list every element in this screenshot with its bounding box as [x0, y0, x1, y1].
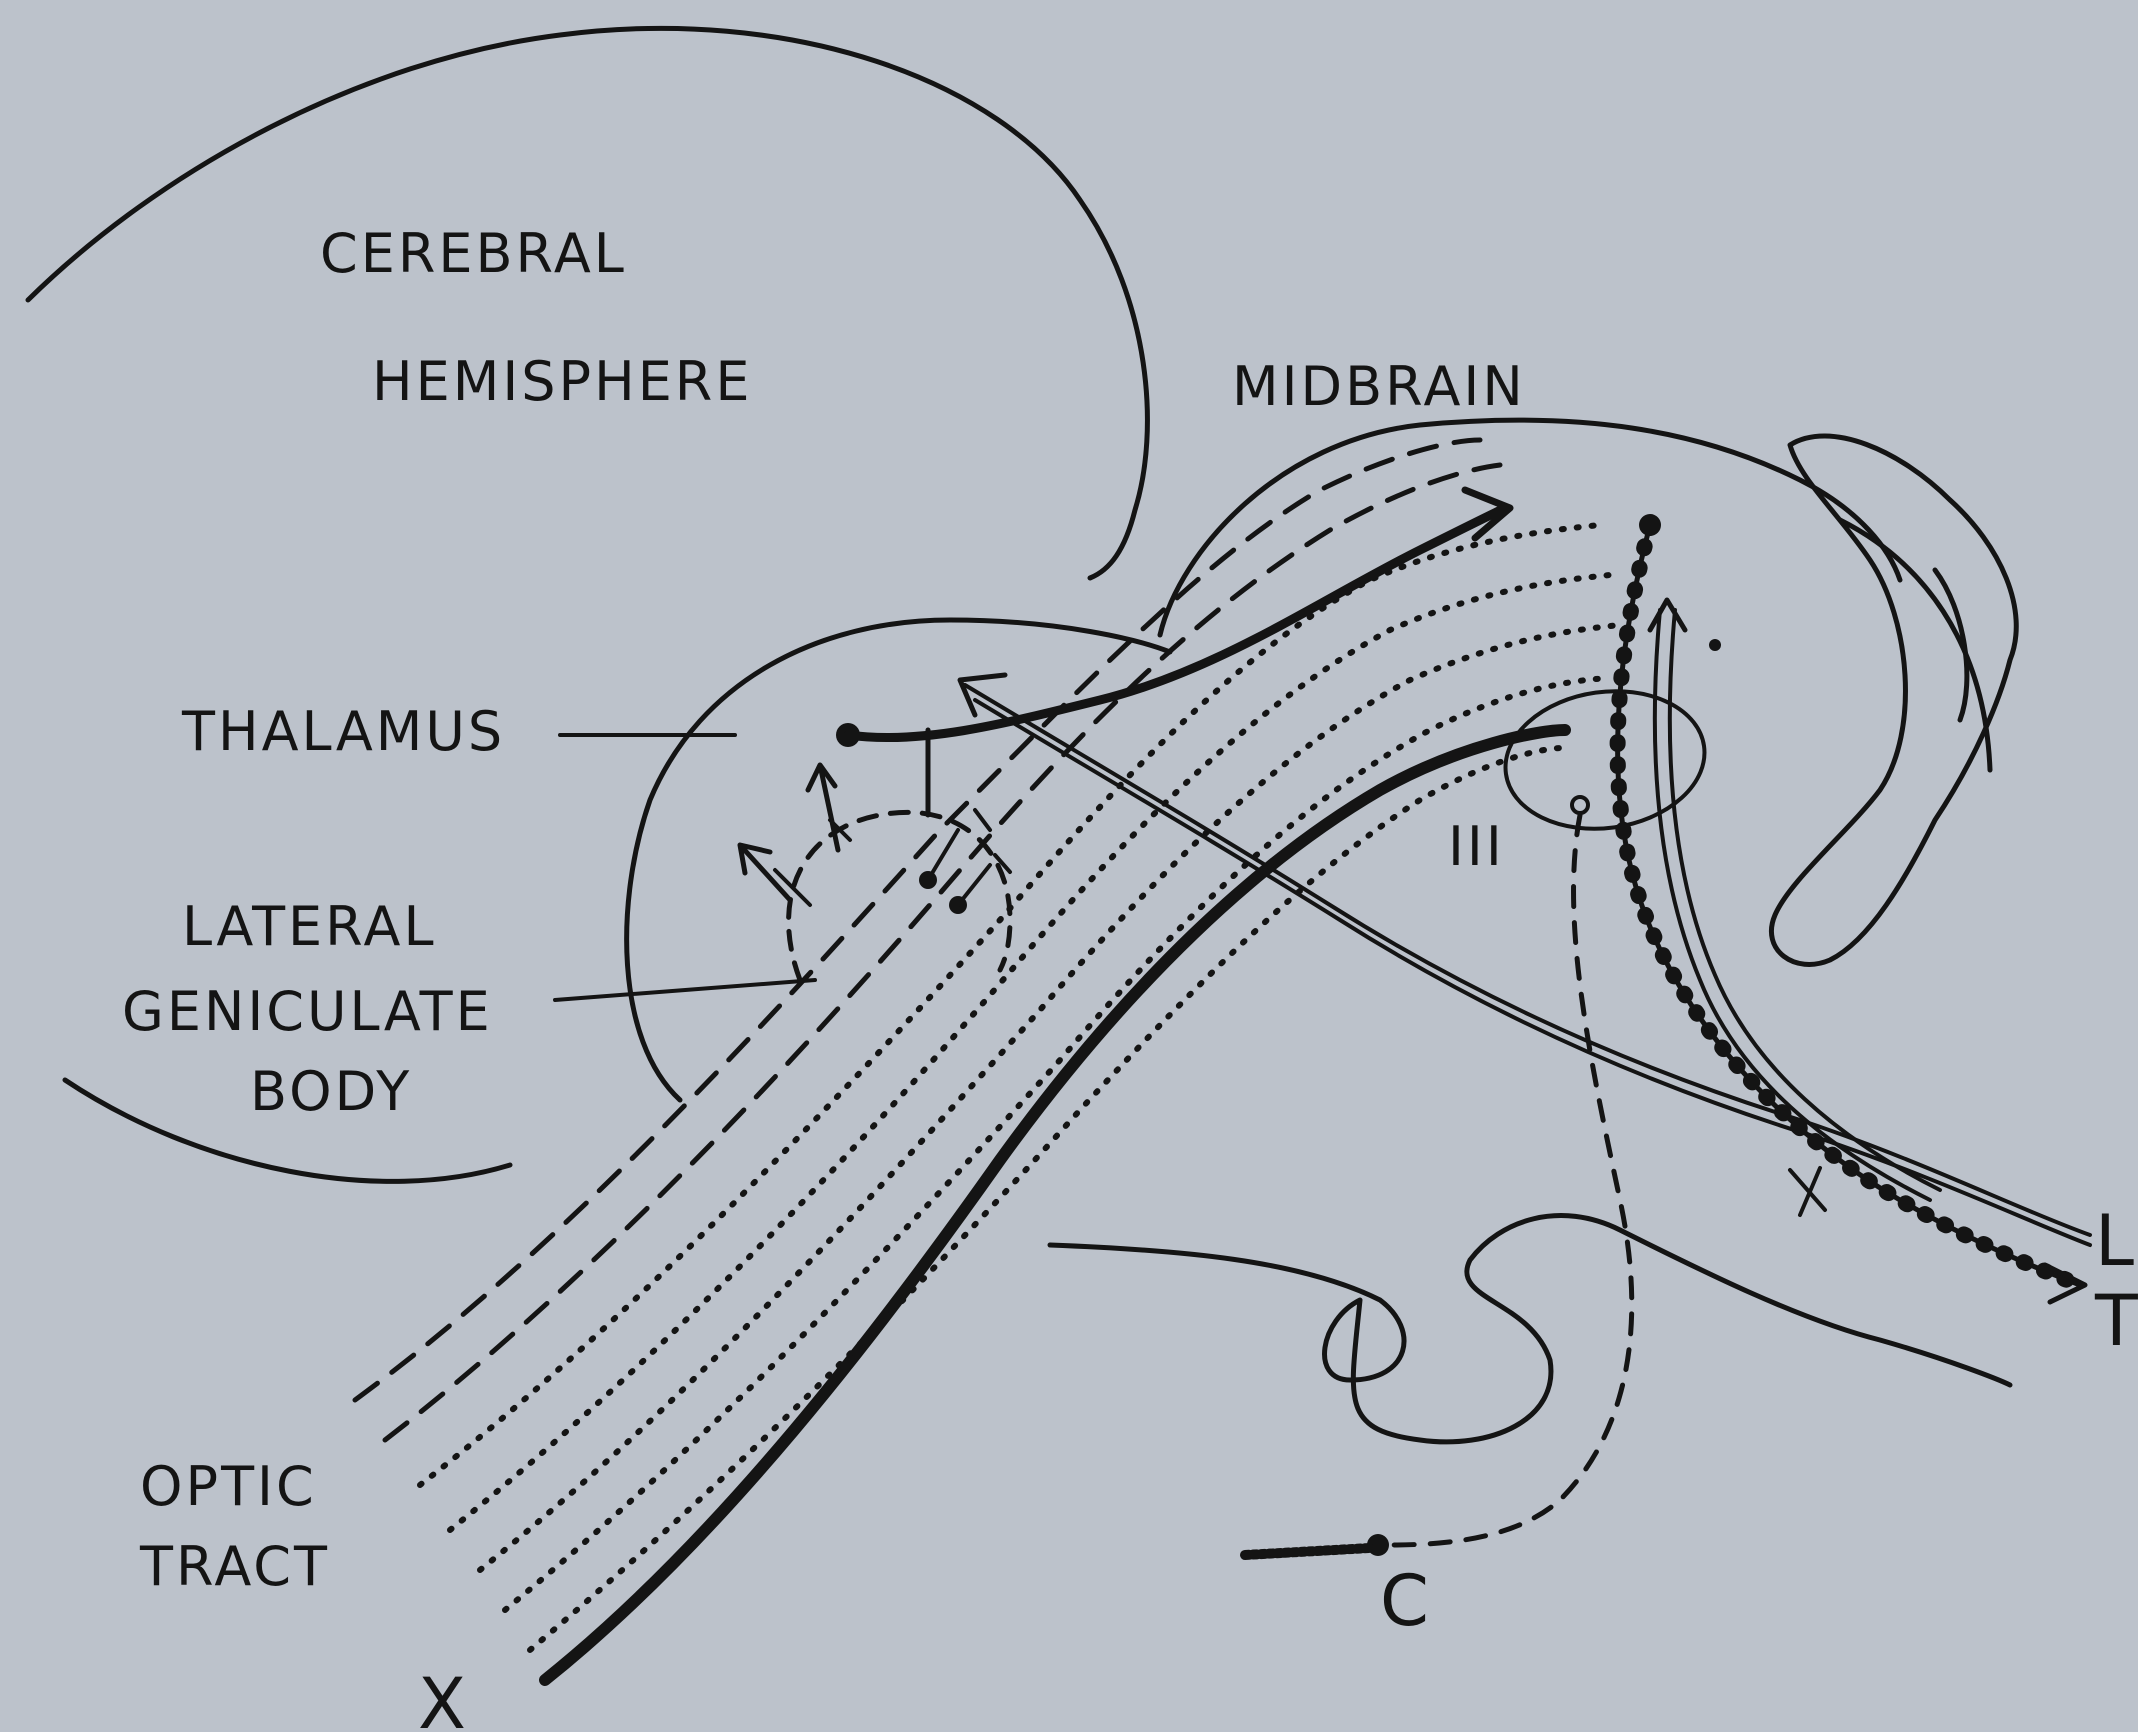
- cortex-fold: [1840, 520, 1990, 770]
- t-fiber-soma: [1639, 514, 1661, 536]
- optic-tract-solid-fiber: [545, 730, 1565, 1680]
- pons-outline: [1050, 1216, 2010, 1442]
- label-cerebral: CEREBRAL: [320, 222, 627, 285]
- label-c: C: [1380, 1560, 1432, 1642]
- oculomotor-dashed-path: [1390, 815, 1632, 1545]
- label-body: BODY: [250, 1060, 412, 1123]
- small-dot: [1709, 639, 1721, 651]
- label-hemisphere: HEMISPHERE: [372, 350, 752, 413]
- lgb-pointer: [555, 980, 815, 1000]
- oculomotor-neuron: [1572, 797, 1588, 813]
- midbrain-outline: [1160, 420, 1900, 635]
- label-geniculate: GENICULATE: [122, 980, 493, 1043]
- lgb-arrow-2: [808, 765, 838, 850]
- label-lateral: LATERAL: [182, 895, 437, 958]
- lgb-arrow-1: [740, 845, 790, 900]
- tectal-arrowhead: [1650, 600, 1685, 630]
- fold-right: [1935, 570, 1967, 720]
- label-thalamus: THALAMUS: [181, 700, 505, 763]
- label-x: X: [418, 1663, 469, 1732]
- ciliary-nerve: [1245, 1548, 1370, 1555]
- label-l: L: [2095, 1200, 2137, 1282]
- dotted-fibers: [420, 525, 1620, 1650]
- label-midbrain: MIDBRAIN: [1232, 355, 1526, 418]
- dashed-fibers: [355, 440, 1500, 1440]
- label-nerve-iii: III: [1448, 815, 1505, 878]
- l-fiber-inner: [975, 700, 2090, 1245]
- decussation-cross: [1790, 1168, 1825, 1215]
- cerebral-hemisphere-outline: [28, 28, 1147, 578]
- label-optic: OPTIC: [140, 1455, 317, 1518]
- t-fiber-ticks: [1618, 525, 2080, 1285]
- nucleus-oval: [1497, 679, 1714, 842]
- l-fiber-outer: [965, 685, 2090, 1235]
- label-t: T: [2094, 1280, 2138, 1362]
- lgb-dashed-arc: [789, 812, 1010, 980]
- label-tract: TRACT: [139, 1535, 330, 1598]
